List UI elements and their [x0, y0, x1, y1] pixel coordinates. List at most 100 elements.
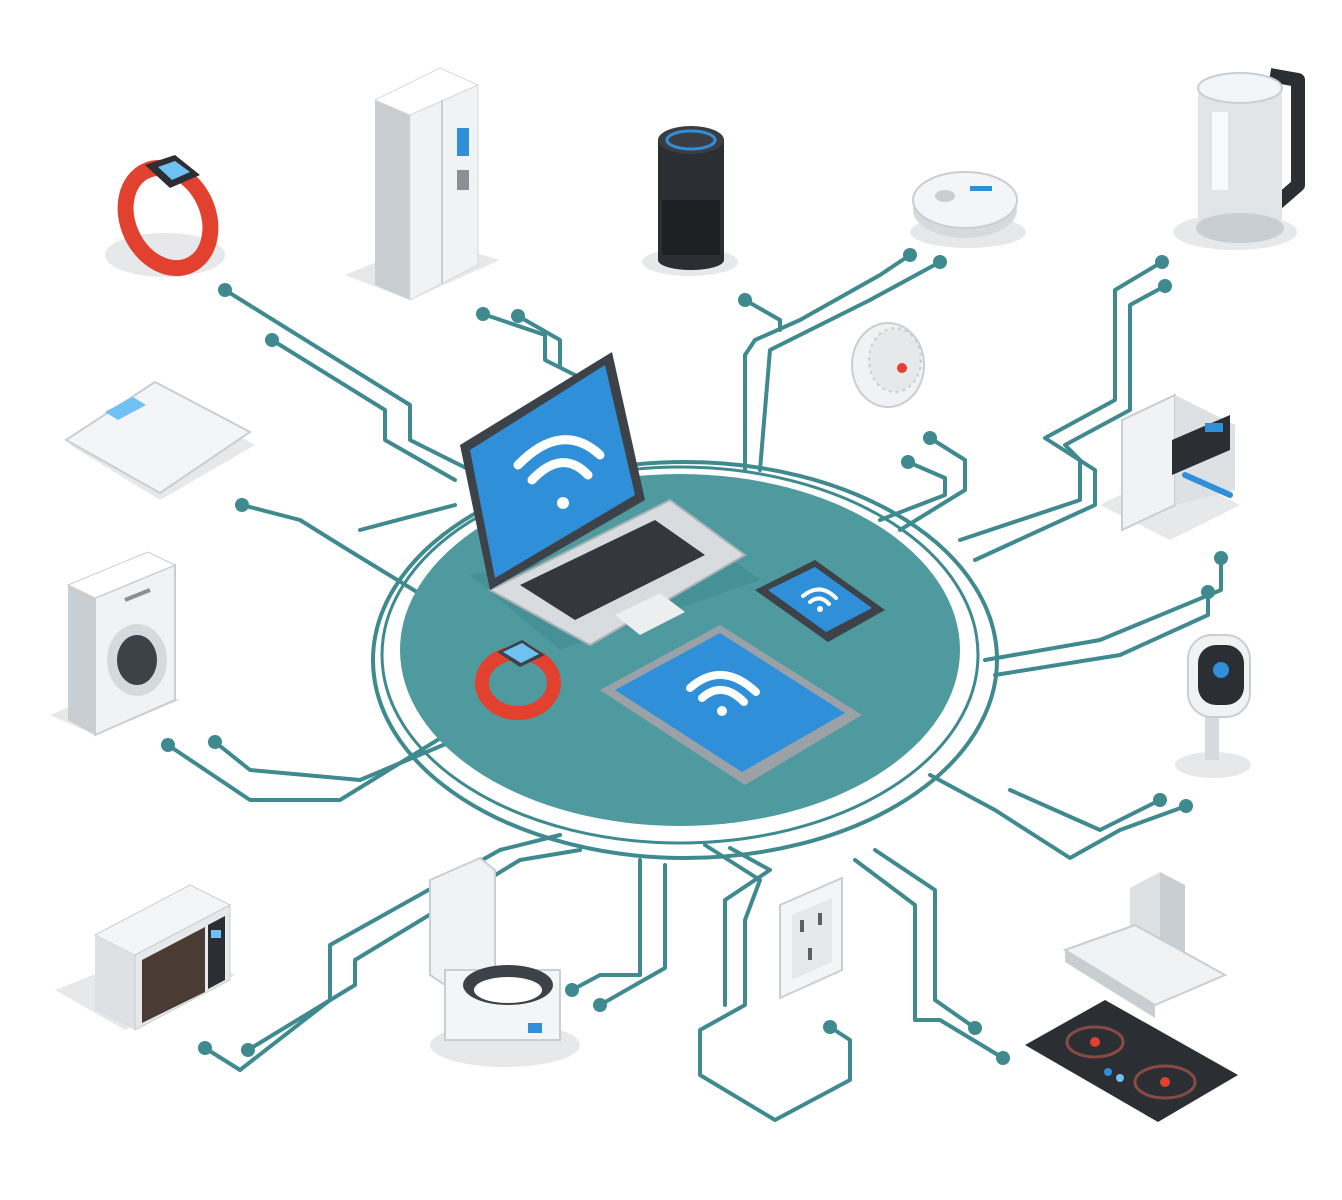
trace-socket	[698, 843, 852, 1122]
coffee-machine-nozzle	[1182, 472, 1233, 498]
rice-cooker-lid	[429, 856, 496, 987]
trace-node	[1158, 279, 1172, 293]
microwave	[55, 884, 235, 1031]
robot-vacuum-button	[935, 190, 955, 202]
microwave-side	[95, 935, 135, 1030]
trace-node	[903, 248, 917, 262]
smart-speaker-grille	[662, 200, 720, 255]
tablet-screen	[615, 633, 845, 772]
smartphone	[755, 560, 885, 642]
washing-machine	[50, 551, 180, 737]
cooktop-burner-left	[1065, 1025, 1125, 1059]
fitness-band	[105, 155, 225, 277]
trace-refrigerator-2	[516, 314, 562, 367]
refrigerator-dispenser	[457, 170, 469, 190]
trace-smoke-detector-2	[878, 460, 947, 522]
laptop	[460, 352, 760, 650]
smartwatch	[475, 640, 561, 720]
trace-rice-cooker-2	[598, 863, 667, 1007]
rice-cooker-button	[528, 1023, 542, 1033]
refrigerator-front	[375, 100, 410, 300]
electric-kettle	[1173, 68, 1305, 250]
trace-fitness-band-2	[270, 338, 457, 482]
robot-vacuum-sensor	[970, 186, 992, 191]
trace-scale-2	[358, 503, 457, 532]
refrigerator-panel	[457, 128, 469, 156]
microwave-controls	[208, 916, 225, 989]
trace-camera-right-2	[993, 590, 1210, 677]
refrigerator-side	[409, 84, 479, 301]
wall-socket-slot	[818, 913, 822, 925]
device-shadow	[1175, 752, 1251, 778]
rice-cooker-rice	[474, 977, 542, 1003]
trace-node	[1214, 551, 1228, 565]
trace-coffee	[973, 260, 1164, 562]
rice-cooker	[429, 856, 580, 1067]
robot-vacuum-top	[912, 171, 1018, 229]
wall-socket-slot	[808, 948, 812, 960]
circuit-traces	[166, 253, 1223, 1122]
trace-rice-cooker	[570, 858, 642, 992]
trace-node	[265, 333, 279, 347]
trace-socket-2	[723, 846, 772, 1007]
bathroom-scale-body	[64, 380, 252, 495]
smoke-detector-face	[868, 327, 922, 393]
tablet	[600, 625, 862, 785]
hub-outer-ring	[371, 460, 999, 860]
trace-refrigerator	[481, 312, 577, 377]
kettle-body	[1198, 88, 1282, 226]
trace-node	[1153, 793, 1167, 807]
trace-microwave-2	[246, 848, 582, 1052]
trace-smoke-detector	[898, 436, 967, 532]
cooktop-control	[1116, 1074, 1124, 1082]
trace-node	[738, 293, 752, 307]
trace-fitness-band	[223, 288, 472, 472]
trace-node	[235, 498, 249, 512]
kettle-base	[1196, 213, 1284, 243]
trace-node	[241, 1043, 255, 1057]
wifi-icon	[513, 435, 605, 509]
trace-node	[198, 1041, 212, 1055]
wall-socket	[779, 876, 843, 1000]
refrigerator	[345, 67, 500, 301]
trace-node	[161, 738, 175, 752]
wall-socket-slot	[800, 920, 804, 932]
smart-speaker	[642, 126, 738, 276]
trace-node	[901, 455, 915, 469]
coffee-machine	[1100, 393, 1240, 540]
trace-node	[823, 1020, 837, 1034]
fitness-band-strap	[117, 159, 219, 277]
coffee-machine-body	[1121, 393, 1176, 532]
range-hood-rim	[1065, 950, 1155, 1018]
trace-node	[996, 1051, 1010, 1065]
trace-speaker	[743, 298, 782, 332]
trace-washer-2	[213, 738, 457, 782]
wifi-icon	[801, 587, 838, 612]
trace-cooktop	[853, 858, 1005, 1060]
trace-microwave	[203, 833, 562, 1072]
hub-inner-ring	[380, 465, 980, 845]
kettle-handle	[1268, 68, 1305, 211]
wifi-icon	[686, 671, 760, 716]
refrigerator-top	[373, 67, 480, 116]
trace-node	[1179, 799, 1193, 813]
security-camera-lens	[1213, 662, 1229, 678]
smoke-detector-led	[897, 363, 907, 373]
security-camera-stand	[1205, 715, 1219, 760]
kettle-window	[1212, 112, 1228, 190]
trace-washer	[166, 718, 472, 802]
trace-cooktop-2	[873, 848, 977, 1030]
laptop-screen	[470, 365, 635, 578]
trace-scale	[240, 503, 432, 602]
cooktop-burner-left-core	[1090, 1037, 1100, 1047]
laptop-keyboard	[520, 520, 705, 620]
cooktop-burner-right-core	[1160, 1077, 1170, 1087]
smartwatch-screen	[503, 643, 539, 663]
microwave-door	[142, 927, 205, 1023]
range-hood	[1062, 872, 1228, 1018]
fitness-band-screen	[158, 161, 190, 180]
trace-node	[593, 998, 607, 1012]
security-camera	[1175, 634, 1251, 778]
coffee-machine-screen	[1205, 423, 1223, 432]
